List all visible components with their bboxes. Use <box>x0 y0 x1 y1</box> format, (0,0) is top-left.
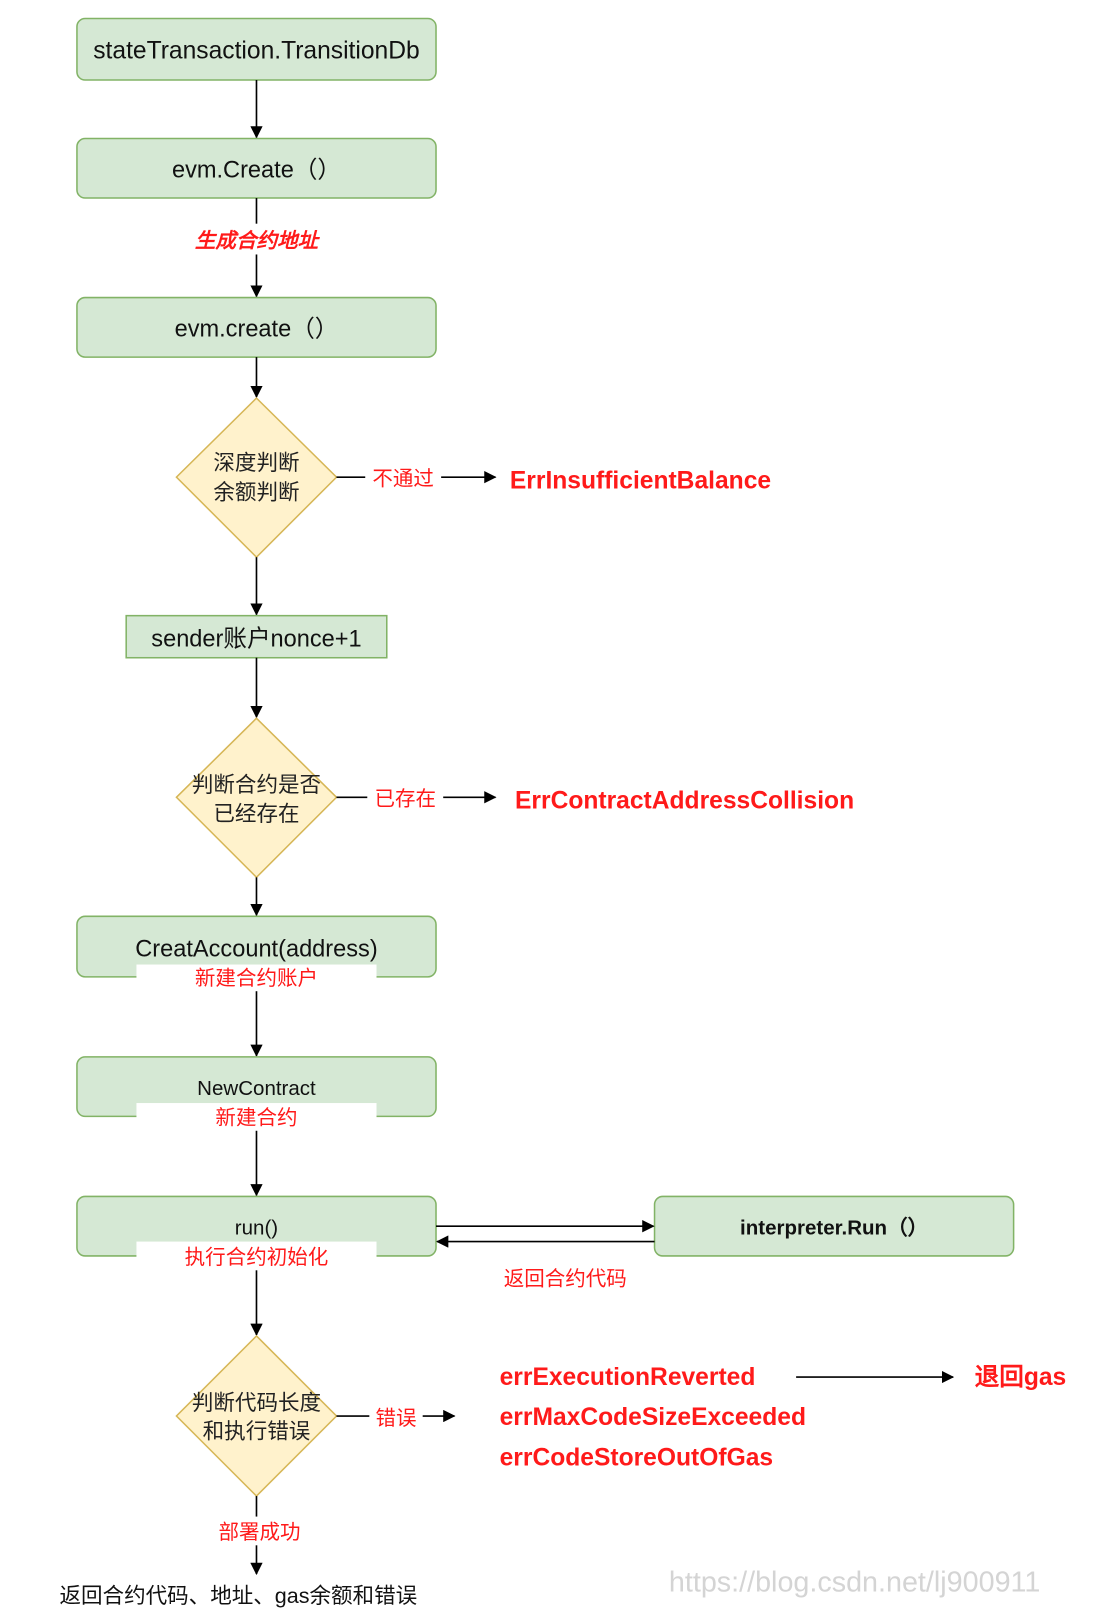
create-account-text: CreatAccount(address) <box>135 935 377 961</box>
contract-exists-line-2: 已经存在 <box>213 802 299 826</box>
generate-address-label-bg <box>179 223 334 255</box>
error-label: 错误 <box>375 1407 416 1430</box>
sender-nonce-box <box>125 614 388 659</box>
deploy-success-label-bg <box>210 1516 309 1546</box>
depth-balance-line-2: 余额判断 <box>213 481 299 505</box>
already-exists-label: 已存在 <box>374 787 436 810</box>
new-contract-label-bg <box>136 1103 377 1131</box>
err-contract-address-collision: ErrContractAddressCollision <box>515 788 854 815</box>
depth-balance-line-1: 深度判断 <box>213 451 299 475</box>
error-label-bg <box>369 1402 423 1431</box>
contract-exists-decision <box>175 717 338 879</box>
return-code-label: 返回合约代码 <box>504 1268 627 1291</box>
new-contract-text: NewContract <box>197 1077 316 1100</box>
interpreter-run-text: interpreter.Run（） <box>740 1215 928 1239</box>
code-error-line-2: 和执行错误 <box>203 1420 311 1444</box>
final-result-text: 返回合约代码、地址、gas余额和错误 <box>60 1584 418 1608</box>
run-init-label-bg <box>136 1241 377 1271</box>
err-execution-reverted: errExecutionReverted <box>500 1364 756 1391</box>
contract-exists-line-1: 判断合约是否 <box>192 773 321 797</box>
deploy-success-label: 部署成功 <box>219 1521 301 1544</box>
depth-balance-decision <box>175 397 338 559</box>
watermark-text: https://blog.csdn.net/lj900911 <box>669 1566 1040 1598</box>
not-passed-label: 不通过 <box>372 467 434 490</box>
not-passed-label-bg <box>365 463 442 492</box>
evm-create-lower-text: evm.create（） <box>175 316 339 342</box>
err-insufficient-balance: ErrInsufficientBalance <box>510 467 771 494</box>
run-text: run() <box>235 1216 278 1239</box>
code-error-decision <box>175 1334 338 1498</box>
refund-gas-text: 退回gas <box>975 1364 1067 1391</box>
err-max-code-size-exceeded: errMaxCodeSizeExceeded <box>500 1404 806 1431</box>
already-exists-label-bg <box>367 783 444 812</box>
new-contract-account-label-bg <box>136 964 377 992</box>
err-code-store-out-of-gas: errCodeStoreOutOfGas <box>500 1444 773 1471</box>
transition-db-text: stateTransaction.TransitionDb <box>93 37 419 64</box>
sender-nonce-text: sender账户nonce+1 <box>151 625 361 651</box>
code-error-line-1: 判断代码长度 <box>192 1391 321 1415</box>
run-init-label: 执行合约初始化 <box>185 1246 329 1269</box>
new-contract-account-label: 新建合约账户 <box>195 967 318 990</box>
new-contract-label: 新建合约 <box>215 1107 297 1130</box>
evm-create-upper-text: evm.Create（） <box>172 157 341 183</box>
generate-address-label: 生成合约地址 <box>195 229 321 252</box>
